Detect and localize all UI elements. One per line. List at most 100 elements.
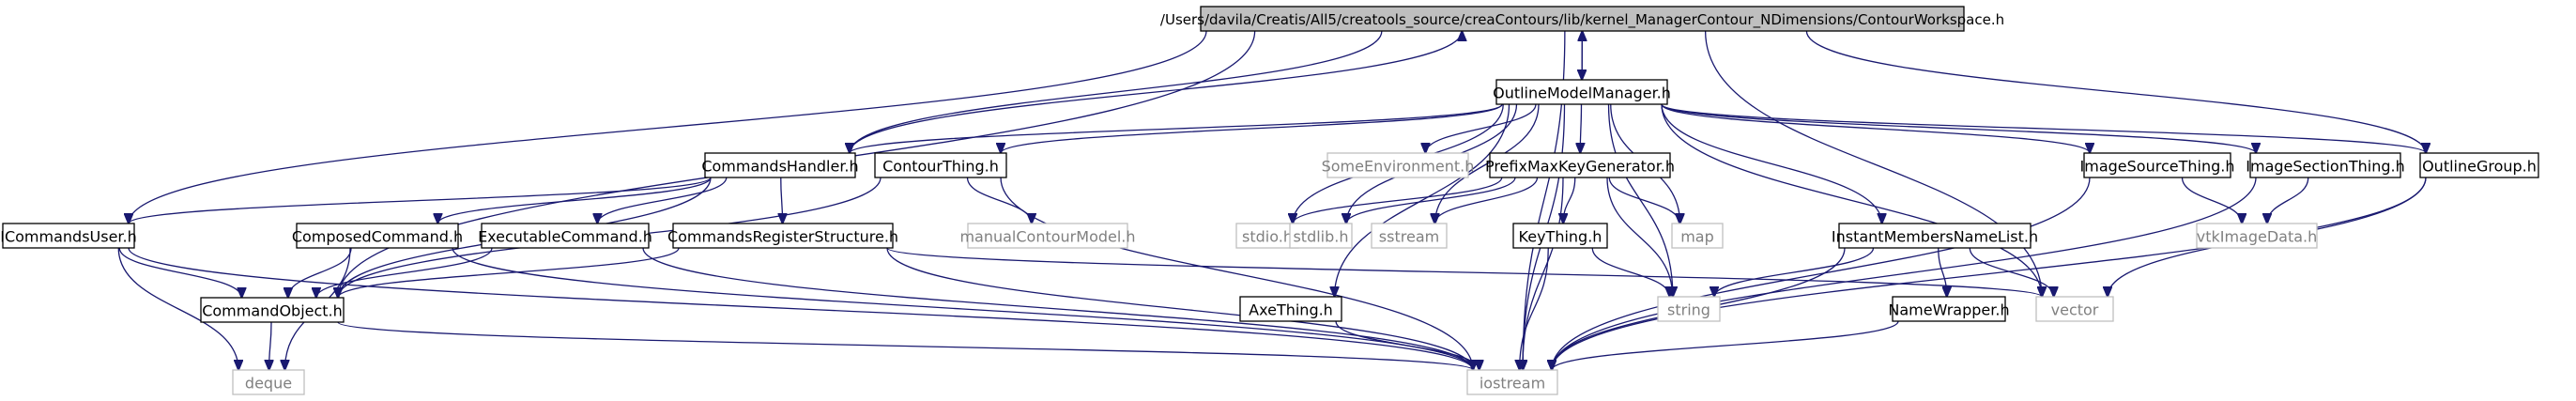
- edge-imagesourcething-to-iostream: [1552, 177, 2091, 370]
- edge-root-to-vector: [1704, 30, 2042, 297]
- edge-line: [1661, 103, 1882, 224]
- edge-contourthing-to-iostream: [1000, 177, 1473, 370]
- node-outlinemodelmanager[interactable]: OutlineModelManager.h: [1493, 79, 1671, 105]
- edge-line: [850, 103, 1503, 153]
- node-label: CommandObject.h: [202, 302, 343, 320]
- node-prefixmax[interactable]: PrefixMaxKeyGenerator.h: [1485, 152, 1675, 178]
- edge-line: [886, 247, 2042, 297]
- edge-line: [337, 321, 1473, 370]
- node-label: AxeThing.h: [1249, 301, 1333, 319]
- node-axething[interactable]: AxeThing.h: [1239, 296, 1342, 322]
- node-label: ICommandsUser.h: [0, 228, 137, 246]
- edge-outlinemodelmanager-to-axething: [1335, 103, 1510, 297]
- edge-line: [886, 247, 1473, 370]
- edge-outlinemodelmanager-to-commandshandler: [850, 103, 1503, 153]
- edge-line: [1520, 247, 1549, 370]
- edge-line: [1552, 177, 2257, 370]
- node-keything[interactable]: KeyThing.h: [1512, 223, 1608, 249]
- node-box: [874, 152, 1007, 178]
- edge-outlinemodelmanager-to-imagesourcething: [1661, 103, 2090, 153]
- edge-outlinegroup-to-iostream: [1552, 177, 2427, 370]
- node-box: [1326, 152, 1469, 178]
- node-box: [2249, 152, 2401, 178]
- edge-prefixmax-to-keything: [1563, 177, 1576, 224]
- node-box: [1239, 296, 1342, 322]
- node-box: [2, 223, 135, 249]
- node-root[interactable]: /Users/davila/Creatis/All5/creatools_sou…: [1160, 6, 2004, 32]
- node-someenvironment: SomeEnvironment.h: [1322, 152, 1474, 178]
- edge-line: [1805, 30, 2426, 153]
- node-label: ImageSourceThing.h: [2080, 158, 2235, 176]
- node-box: [2419, 152, 2539, 178]
- node-stdio: stdio.h: [1235, 223, 1299, 249]
- edge-imagesourcething-to-vtkimagedata: [2181, 177, 2243, 224]
- node-vector: vector: [2035, 296, 2114, 322]
- node-commandshandler[interactable]: CommandsHandler.h: [701, 152, 859, 178]
- node-label: manualContourModel.h: [959, 228, 1135, 246]
- edge-outlinemodelmanager-to-someenvironment: [1425, 103, 1537, 153]
- node-label: OutlineGroup.h: [2422, 158, 2537, 176]
- node-label: iostream: [1480, 375, 1545, 393]
- node-label: NameWrapper.h: [1888, 301, 2009, 319]
- edge-line: [129, 177, 712, 224]
- node-label: InstantMembersNameList.h: [1832, 228, 2038, 246]
- edge-line: [1608, 177, 1679, 224]
- edge-root-to-icommandsuser: [129, 30, 1207, 224]
- edge-line: [129, 30, 1207, 224]
- edge-line: [118, 247, 241, 298]
- edge-outlinemodelmanager-to-imagesectionthing: [1661, 103, 2256, 153]
- node-label: KeyThing.h: [1519, 228, 1602, 246]
- edge-line: [1580, 103, 1581, 153]
- node-executablecommand[interactable]: ExecutableCommand.h: [478, 223, 652, 249]
- node-box: [1371, 223, 1448, 249]
- node-box: [1657, 296, 1721, 322]
- node-icommandsuser[interactable]: ICommandsUser.h: [0, 223, 137, 249]
- node-label: ExecutableCommand.h: [478, 228, 652, 246]
- node-box: [1671, 223, 1724, 249]
- node-stdlib: stdlib.h: [1289, 223, 1353, 249]
- node-box: [481, 223, 650, 249]
- edge-line: [1335, 320, 1480, 370]
- edge-line: [437, 177, 712, 224]
- node-commandobject[interactable]: CommandObject.h: [200, 297, 345, 323]
- edge-commandobject-to-deque: [269, 321, 271, 370]
- node-label: CommandsRegisterStructure.h: [667, 228, 898, 246]
- edge-keything-to-iostream: [1520, 247, 1549, 370]
- node-commandsregister[interactable]: CommandsRegisterStructure.h: [667, 223, 898, 249]
- node-imagesourcething[interactable]: ImageSourceThing.h: [2080, 152, 2235, 178]
- node-box: [1466, 369, 1558, 395]
- node-composedcommand[interactable]: ComposedCommand.h: [292, 223, 463, 249]
- node-box: [1489, 152, 1671, 178]
- edge-prefixmax-to-stdio: [1293, 177, 1503, 224]
- edge-line: [1552, 320, 1899, 370]
- edge-line: [1425, 103, 1537, 153]
- edge-commandshandler-to-root: [849, 31, 1462, 154]
- edge-executablecommand-to-commandobject: [316, 247, 493, 298]
- node-label: PrefixMaxKeyGenerator.h: [1485, 158, 1675, 176]
- node-contourthing[interactable]: ContourThing.h: [874, 152, 1007, 178]
- edge-axething-to-iostream: [1335, 320, 1480, 370]
- node-deque: deque: [232, 369, 305, 395]
- node-outlinegroup[interactable]: OutlineGroup.h: [2419, 152, 2539, 178]
- node-box: [704, 152, 856, 178]
- edge-outlinemodelmanager-to-vector: [1661, 103, 2042, 297]
- edge-line: [1000, 177, 1473, 370]
- node-vtkimagedata: vtkImageData.h: [2196, 223, 2318, 249]
- edge-prefixmax-to-string: [1606, 177, 1673, 297]
- edge-line: [338, 247, 680, 298]
- edge-line: [288, 247, 352, 298]
- edge-instantmembers-to-vector: [1969, 247, 2053, 297]
- node-manualcontourmodel: manualContourModel.h: [959, 223, 1136, 249]
- node-instantmembers[interactable]: InstantMembersNameList.h: [1832, 223, 2038, 249]
- node-box: [200, 297, 345, 323]
- edge-prefixmax-to-stdlib: [1346, 177, 1516, 224]
- edge-line: [128, 247, 1473, 370]
- edge-commandsregister-to-iostream: [886, 247, 1473, 370]
- node-label: CommandsHandler.h: [701, 158, 858, 176]
- edge-commandshandler-to-composedcommand: [437, 177, 712, 224]
- node-namewrapper[interactable]: NameWrapper.h: [1888, 296, 2010, 322]
- edge-line: [1552, 177, 2427, 370]
- node-imagesectionthing[interactable]: ImageSectionThing.h: [2246, 152, 2405, 178]
- edge-commandshandler-to-icommandsuser: [129, 177, 712, 224]
